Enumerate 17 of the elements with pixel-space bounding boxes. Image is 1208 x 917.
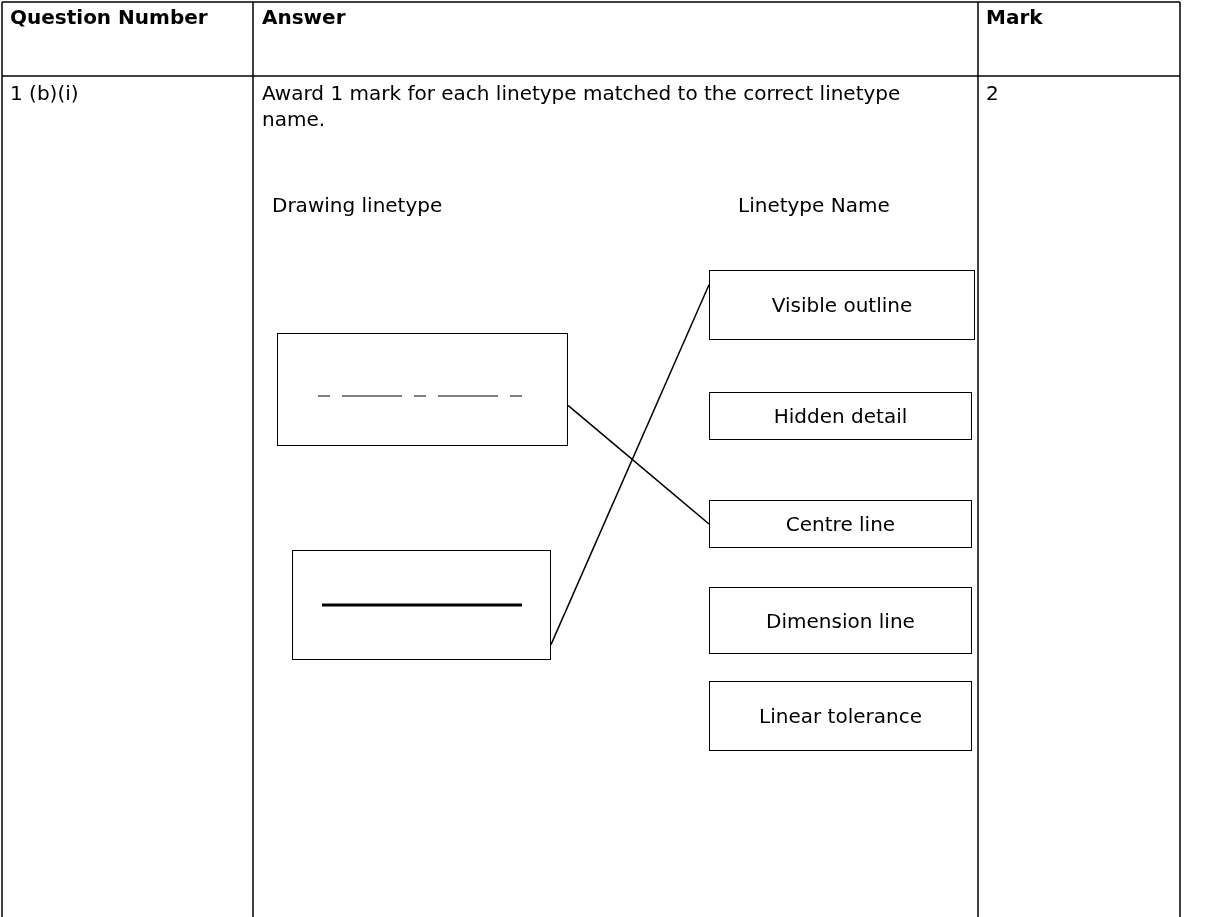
linetype-name-box: Dimension line [709,587,972,654]
column-title: Linetype Name [738,192,891,218]
column-heading: Answer [262,4,347,30]
column-heading: Mark [986,4,1044,30]
column-title: Drawing linetype [272,192,444,218]
matching-line [567,404,710,525]
linetype-sample-box [277,333,568,446]
marking-instruction: Award 1 mark for each linetype matched to the correct linetype name. [262,80,902,132]
linetype-name-box: Visible outline [709,270,975,340]
matching-line [550,283,710,646]
linetype-name-box: Linear tolerance [709,681,972,751]
linetype-name-box: Centre line [709,500,972,548]
column-heading: Question Number [10,4,209,30]
linetype-name-box: Hidden detail [709,392,972,440]
mark-value: 2 [986,80,1000,106]
linetype-sample-box [292,550,551,660]
question-number: 1 (b)(i) [10,80,80,106]
